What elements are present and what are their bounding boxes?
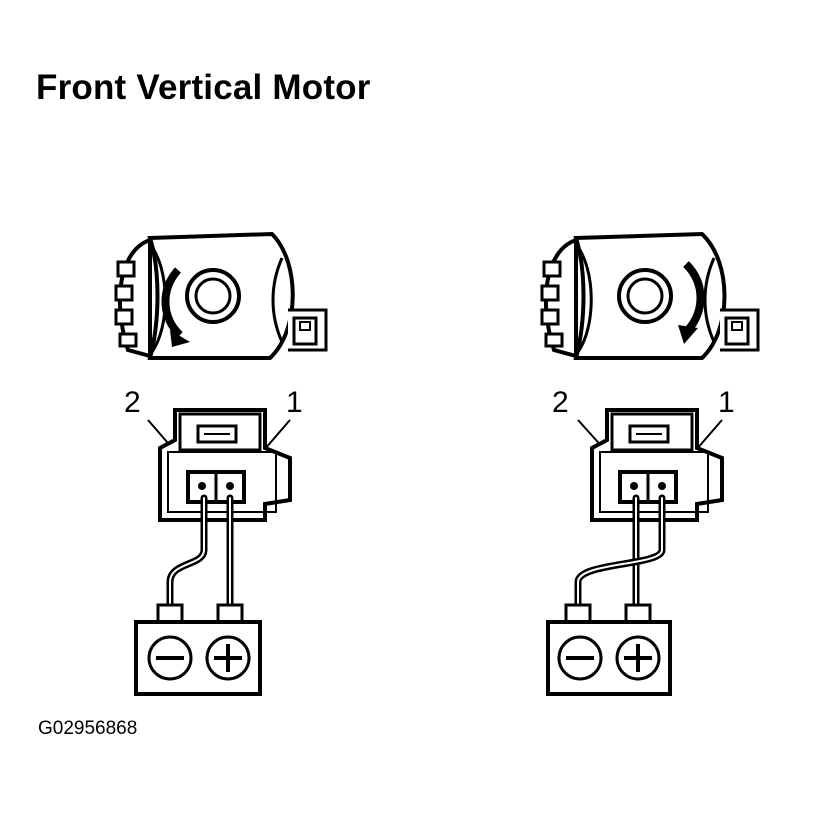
plus-icon (205, 635, 251, 681)
terminal-pin-1 (658, 482, 666, 490)
rotation-arrow-clockwise-icon (683, 261, 705, 333)
connector-right (590, 408, 724, 522)
connector-left (158, 408, 292, 522)
battery-right (546, 603, 672, 696)
terminal-pin-2 (198, 482, 206, 490)
battery-left (134, 603, 262, 696)
terminal-pin-1 (226, 482, 234, 490)
motor-right (540, 231, 760, 360)
minus-icon (147, 635, 193, 681)
terminal-label-1: 1 (718, 386, 735, 419)
motor-left (114, 231, 328, 360)
terminal-label-1: 1 (286, 386, 303, 419)
terminal-label-2: 2 (124, 386, 141, 419)
plus-icon (615, 635, 661, 681)
rotation-arrow-counterclockwise-icon (161, 267, 183, 338)
minus-icon (557, 635, 603, 681)
figure-code: G02956868 (38, 718, 138, 739)
panel-left: 2 1 (114, 231, 328, 696)
wires-right (574, 494, 666, 610)
wires-left (166, 494, 234, 610)
terminal-label-2: 2 (552, 386, 569, 419)
terminal-pin-2 (630, 482, 638, 490)
panel-right: 2 1 (540, 231, 760, 696)
diagram-title: Front Vertical Motor (36, 68, 371, 107)
